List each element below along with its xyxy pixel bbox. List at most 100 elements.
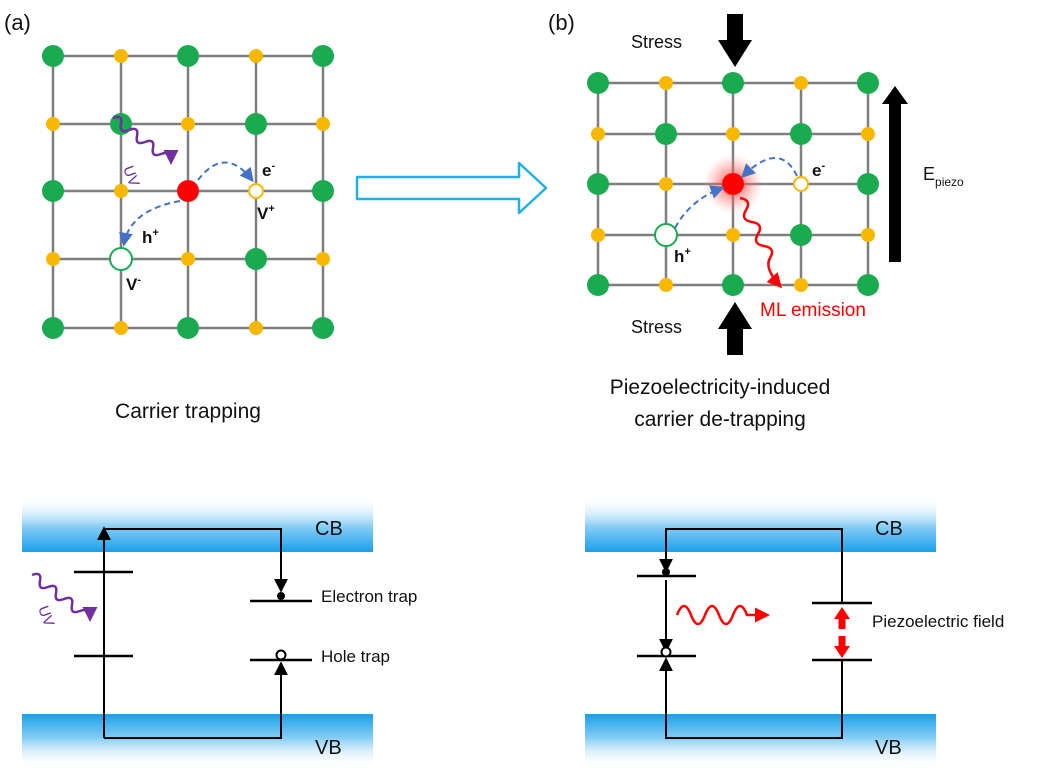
- vacancy-minus-site: [109, 247, 133, 271]
- stress-bottom-label: Stress: [631, 317, 682, 337]
- large-atom: [587, 274, 609, 296]
- small-atom: [249, 321, 263, 335]
- electron-return-arrow: [740, 157, 798, 178]
- large-atom: [312, 317, 334, 339]
- electron-trap-label: Electron trap: [321, 587, 417, 606]
- large-atom: [587, 72, 609, 94]
- piezo-field-label-band: Piezoelectric field: [872, 612, 1004, 631]
- trapped-electron-dot: [277, 592, 285, 600]
- small-atom: [591, 127, 605, 141]
- large-atom: [587, 173, 609, 195]
- small-atom: [659, 278, 673, 292]
- lattice-b-large-atoms: [587, 72, 879, 296]
- small-atom: [46, 252, 60, 266]
- large-atom: [722, 274, 744, 296]
- small-atom: [46, 117, 60, 131]
- small-atom: [659, 76, 673, 90]
- stress-down-arrow-icon: [718, 14, 752, 67]
- small-atom: [249, 49, 263, 63]
- small-atom: [114, 184, 128, 198]
- electron-trap-site-b: [793, 176, 809, 192]
- large-atom: [177, 317, 199, 339]
- valence-band-b: [585, 714, 936, 768]
- panel-b: (b) Stress: [548, 10, 964, 431]
- piezo-up-arrow-icon: [834, 607, 850, 629]
- large-atom: [655, 123, 677, 145]
- stress-up-arrow-icon: [718, 302, 752, 355]
- vb-label-b: VB: [875, 737, 902, 759]
- small-atom: [591, 228, 605, 242]
- small-atom: [114, 321, 128, 335]
- large-atom: [857, 173, 879, 195]
- trapped-hole-dot: [275, 649, 287, 661]
- hole-trap-site-b: [654, 223, 678, 247]
- lattice-a-large-atoms: [42, 45, 334, 339]
- emission-wave-icon-band: [675, 604, 770, 626]
- electron-label-b: e-: [812, 160, 825, 180]
- small-atom: [726, 127, 740, 141]
- hole-label-b: h+: [674, 246, 691, 266]
- uv-label-band: UV: [34, 604, 57, 629]
- vacancy-plus-site: [248, 183, 264, 199]
- uv-wave-icon-band: [31, 572, 98, 622]
- large-atom: [722, 72, 744, 94]
- small-atom: [659, 177, 673, 191]
- large-atom: [42, 180, 64, 202]
- large-atom: [312, 45, 334, 67]
- small-atom: [861, 127, 875, 141]
- small-atom: [726, 228, 740, 242]
- process-arrow-icon: [355, 161, 548, 215]
- piezo-field-arrow-icon: [882, 86, 908, 262]
- vacancy-minus-label: V-: [126, 274, 141, 294]
- hole-dot-b: [660, 646, 672, 658]
- uv-wave-icon: [112, 115, 179, 165]
- loop-bottom-b: [659, 657, 843, 739]
- vb-label-a: VB: [315, 737, 342, 759]
- caption-b-line1: Piezoelectricity-induced: [610, 376, 831, 399]
- band-diagram-b: CB VB Piezoelectric field: [585, 496, 1004, 768]
- small-atom: [861, 228, 875, 242]
- large-atom: [857, 274, 879, 296]
- lattice-a-small-atoms: [46, 49, 330, 335]
- large-atom: [42, 45, 64, 67]
- caption-a: Carrier trapping: [115, 400, 261, 423]
- small-atom: [181, 252, 195, 266]
- vacancy-plus-label: V+: [257, 203, 275, 223]
- small-atom: [316, 117, 330, 131]
- hole-label-a: h+: [142, 227, 159, 247]
- caption-b-line2: carrier de-trapping: [634, 408, 806, 431]
- panel-b-tag: (b): [548, 10, 575, 35]
- large-atom: [177, 45, 199, 67]
- large-atom: [857, 72, 879, 94]
- panel-a: (a): [4, 10, 334, 423]
- piezo-down-arrow-icon: [834, 636, 850, 658]
- conduction-band-a: [22, 496, 373, 552]
- piezo-field-label: Epiezo: [923, 164, 964, 189]
- hole-transfer-arrow: [119, 200, 181, 247]
- cb-label-b: CB: [875, 518, 903, 540]
- small-atom: [316, 252, 330, 266]
- large-atom: [42, 317, 64, 339]
- lattice-b-small-atoms: [591, 76, 875, 292]
- hole-return-arrow: [674, 185, 725, 229]
- electron-capture-path: [104, 528, 288, 593]
- uv-label-a: UV: [119, 164, 142, 189]
- large-atom: [790, 224, 812, 246]
- large-atom: [245, 113, 267, 135]
- center-red-atom: [177, 180, 199, 202]
- small-atom: [181, 117, 195, 131]
- ml-emission-wave-icon: [739, 196, 782, 289]
- electron-dot-b: [662, 568, 670, 576]
- center-red-atom-b: [722, 173, 744, 195]
- valence-band-a: [22, 714, 373, 768]
- electron-label-a: e-: [262, 160, 275, 180]
- cb-label-a: CB: [315, 518, 343, 540]
- panel-a-tag: (a): [4, 10, 31, 35]
- hole-capture-path: [104, 661, 288, 739]
- stress-top-label: Stress: [631, 32, 682, 52]
- small-atom: [794, 278, 808, 292]
- hole-trap-label: Hole trap: [321, 647, 390, 666]
- band-diagram-a: CB VB Electron trap Hole trap UV: [22, 496, 417, 768]
- large-atom: [312, 180, 334, 202]
